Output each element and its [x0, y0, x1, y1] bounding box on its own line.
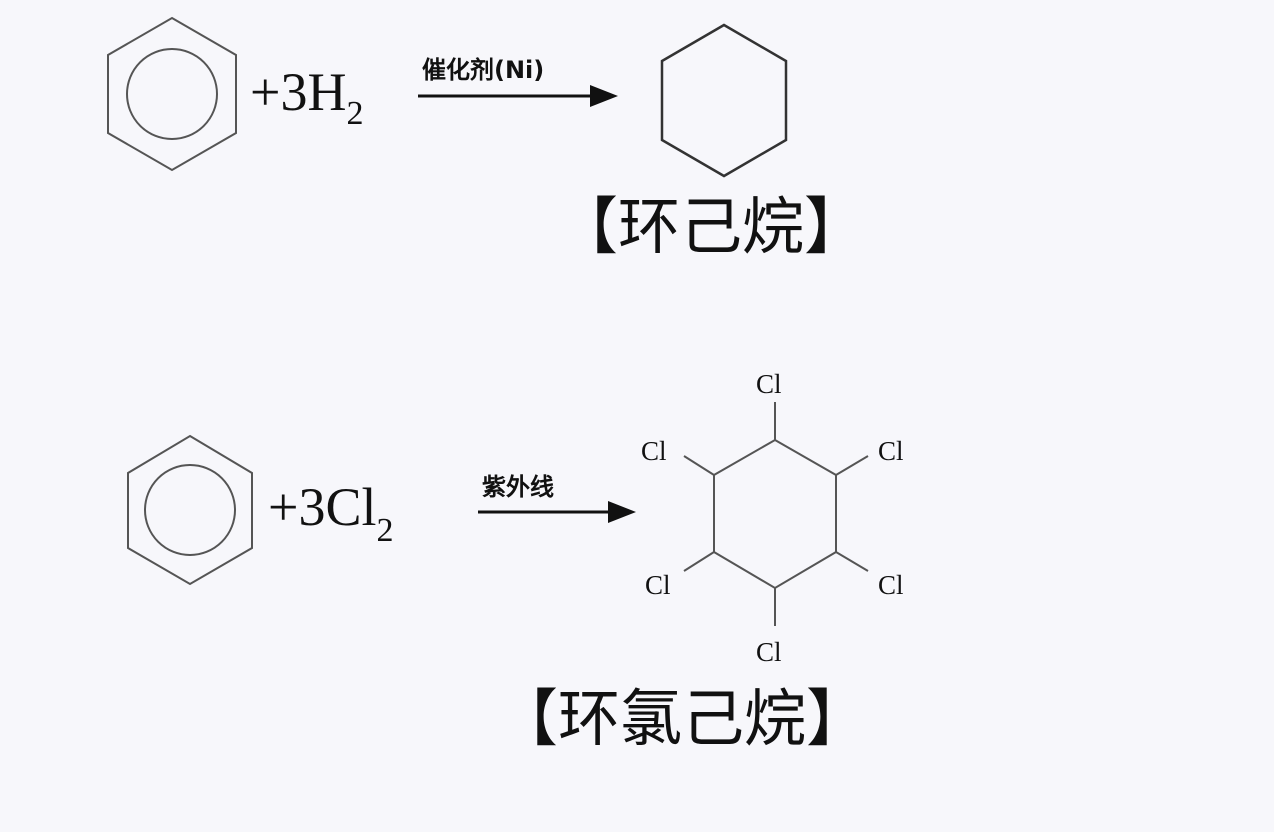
cl-label-upper-right: Cl [878, 436, 904, 466]
reaction-arrow-2 [478, 501, 636, 523]
cl-label-lower-right: Cl [878, 570, 904, 600]
cl-label-bottom: Cl [756, 637, 782, 667]
benzene-hexagon [127, 434, 253, 586]
reaction-1: +3H2 催化剂(Ni) 【环己烷】 [107, 16, 866, 263]
reaction-arrow-1 [418, 85, 618, 107]
reaction-2: +3Cl2 紫外线 Cl Cl Cl Cl Cl Cl [127, 369, 904, 755]
condition-catalyst: 催化剂(Ni) [422, 56, 544, 84]
product-name-hexachlorocyclohexane: 【环氯己烷】 [496, 682, 868, 755]
condition-uv: 紫外线 [482, 473, 554, 501]
benzene-aromatic-circle [144, 464, 236, 556]
cl-label-upper-left: Cl [641, 436, 667, 466]
cl-label-lower-left: Cl [645, 570, 671, 600]
benzene-aromatic-circle [126, 48, 218, 140]
benzene-ring-1 [107, 16, 237, 172]
benzene-hexagon [107, 16, 237, 172]
cl-label-top: Cl [756, 369, 782, 399]
cyclohexane-ring [660, 23, 788, 178]
benzene-ring-2 [127, 434, 253, 586]
cl-bonds [683, 402, 869, 626]
cyclohexane-ring [713, 438, 837, 590]
hexachlorocyclohexane: Cl Cl Cl Cl Cl Cl [641, 369, 904, 667]
product-name-cyclohexane: 【环己烷】 [556, 190, 866, 263]
cl-labels: Cl Cl Cl Cl Cl Cl [641, 369, 904, 667]
reagent-cl2: +3Cl2 [268, 477, 393, 549]
reagent-h2: +3H2 [250, 62, 363, 132]
